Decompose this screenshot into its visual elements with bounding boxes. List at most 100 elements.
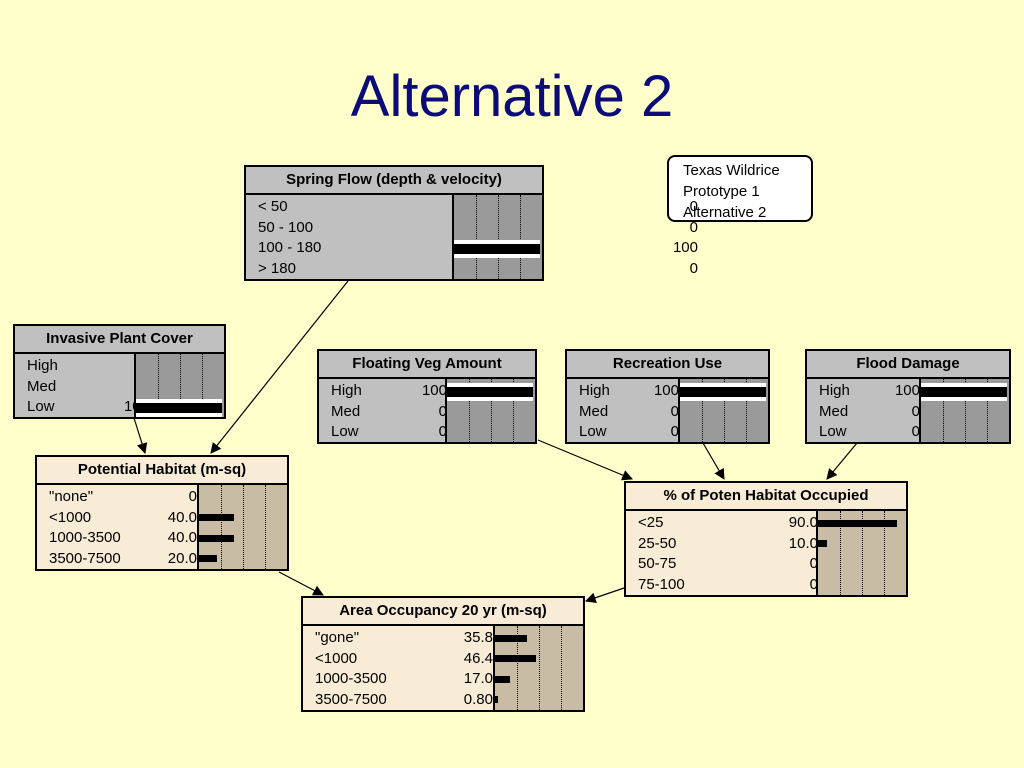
- bar-gridline: [491, 379, 492, 442]
- bar-gridline: [965, 379, 966, 442]
- node-title: Flood Damage: [807, 351, 1009, 379]
- state-value: 10.0: [788, 534, 818, 552]
- state-label: High: [27, 357, 58, 374]
- note-line-1: Texas Wildrice: [683, 162, 780, 179]
- state-label: 50-75: [638, 555, 677, 572]
- state-label: Low: [27, 398, 55, 415]
- belief-bar: [495, 655, 536, 662]
- bar-gridline: [539, 626, 540, 710]
- state-label: "none": [49, 488, 94, 505]
- state-row[interactable]: High 100: [567, 381, 679, 401]
- state-label: Med: [27, 377, 57, 395]
- state-row[interactable]: 1000-3500 40.0: [37, 528, 197, 548]
- state-label: <1000: [315, 649, 358, 667]
- state-value: 0: [438, 402, 447, 420]
- state-value: 100: [421, 382, 447, 399]
- state-row[interactable]: <1000 46.4: [303, 649, 493, 669]
- state-row[interactable]: "gone"35.8: [303, 628, 493, 648]
- link-potential-habitat-to-area-occupancy: [278, 571, 324, 596]
- belief-bar-area: [452, 195, 542, 279]
- state-row[interactable]: High 100: [319, 381, 447, 401]
- link-floating-veg-to-pct-occupied: [537, 439, 633, 481]
- info-note: Texas Wildrice Prototype 1 Alternative 2: [667, 155, 813, 222]
- state-value: 0: [911, 423, 920, 440]
- belief-bar: [921, 387, 1007, 397]
- state-row[interactable]: "none"0: [37, 487, 197, 507]
- state-row[interactable]: 50-75 0: [626, 554, 818, 574]
- state-value: 46.4: [463, 649, 493, 667]
- bar-gridline: [265, 485, 266, 569]
- state-label: <25: [638, 514, 664, 531]
- link-recreation-to-pct-occupied: [702, 442, 725, 480]
- belief-bar-area: [197, 485, 287, 569]
- bar-gridline: [498, 195, 499, 279]
- state-row[interactable]: Med 0: [319, 402, 447, 422]
- bar-gridline: [724, 379, 725, 442]
- node-invasive-plant-cover[interactable]: Invasive Plant Cover High0Med0Low100: [13, 324, 226, 419]
- state-row[interactable]: 100 - 180 100: [246, 238, 698, 258]
- state-label: High: [579, 382, 610, 399]
- state-value: 0: [689, 198, 698, 215]
- state-label: High: [331, 382, 362, 399]
- state-label: 1000-3500: [49, 529, 121, 546]
- link-flood-to-pct-occupied: [826, 442, 858, 480]
- belief-bar: [680, 387, 766, 397]
- state-label: <1000: [49, 508, 92, 526]
- state-label: Med: [331, 402, 361, 420]
- bar-gridline: [943, 379, 944, 442]
- state-value: 0: [809, 575, 818, 593]
- state-value: 100: [672, 239, 698, 256]
- node-title: Invasive Plant Cover: [15, 326, 224, 354]
- belief-bar: [199, 534, 234, 542]
- bar-gridline: [840, 511, 841, 595]
- belief-bar-area: [919, 379, 1009, 442]
- bar-gridline: [884, 511, 885, 595]
- link-spring-flow-to-potential-habitat: [210, 280, 349, 454]
- state-row[interactable]: <1000 40.0: [37, 508, 197, 528]
- state-label: 100 - 180: [258, 239, 322, 256]
- state-value: 20.0: [167, 549, 197, 567]
- state-row[interactable]: High0: [15, 356, 149, 376]
- state-value: 40.0: [167, 529, 197, 546]
- bar-gridline: [243, 485, 244, 569]
- belief-bar: [447, 387, 533, 397]
- state-label: Low: [819, 423, 847, 440]
- bar-gridline: [987, 379, 988, 442]
- belief-bar: [818, 519, 897, 527]
- node-title: Recreation Use: [567, 351, 768, 379]
- link-pct-occupied-to-area-occupancy: [584, 587, 625, 603]
- state-value: 40.0: [167, 508, 197, 526]
- belief-bar: [454, 244, 540, 254]
- node-area-occupancy[interactable]: Area Occupancy 20 yr (m-sq) "gone"35.8<1…: [301, 596, 585, 712]
- state-value: 0: [809, 555, 818, 572]
- state-row[interactable]: Low100: [15, 397, 149, 417]
- state-value: 0: [670, 423, 679, 440]
- state-value: 100: [653, 382, 679, 399]
- state-row[interactable]: Low 0: [807, 422, 920, 442]
- state-label: 3500-7500: [315, 690, 387, 708]
- belief-bar: [818, 540, 827, 547]
- belief-bar: [495, 634, 527, 642]
